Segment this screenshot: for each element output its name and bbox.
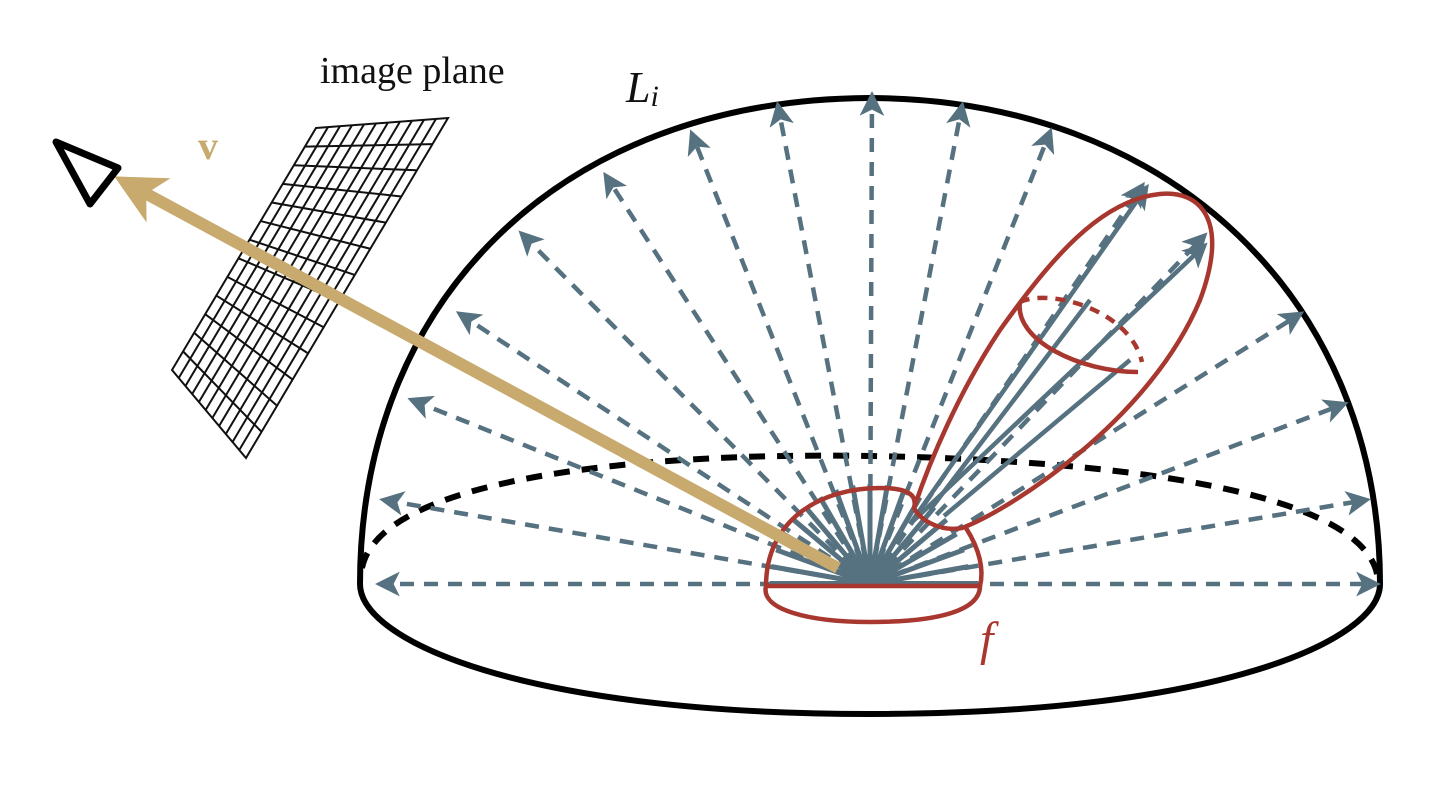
grid-line [238, 118, 437, 451]
diffuse-ray [867, 489, 907, 585]
incident-ray [868, 232, 1208, 586]
grid-line [226, 276, 325, 329]
brdf-lobe-ring-front [1017, 301, 1139, 375]
grid-line [260, 220, 371, 250]
grid-line [249, 238, 356, 276]
diffuse-ray [850, 485, 873, 585]
grid-line [282, 182, 402, 198]
brdf-diffuse-bowl [763, 583, 983, 625]
grid-line [293, 164, 417, 172]
diffuse-ray [775, 547, 871, 587]
incident-ray [518, 230, 872, 586]
grid-line [224, 120, 413, 435]
diffuse-ray [803, 505, 872, 586]
specular-ray [942, 358, 1132, 518]
incident-ray [407, 395, 871, 587]
incident-ray [603, 171, 872, 586]
brdf-lobe-ring-back [1019, 295, 1145, 363]
grid-line [231, 119, 425, 443]
incident-light-label: Li [626, 63, 659, 113]
eye-icon [52, 138, 122, 208]
diffuse-ray [817, 496, 873, 586]
incident-light-symbol: L [626, 63, 651, 112]
hemisphere-front-rim [357, 583, 1383, 718]
diffuse-ray [867, 485, 890, 585]
specular-ray [908, 242, 1208, 526]
diffuse-ray [791, 517, 872, 586]
image-plane-label: image plane [320, 50, 505, 92]
diffuse-ray [868, 531, 958, 587]
diffuse-ray [869, 547, 965, 587]
brdf-diffuse-lobe [763, 485, 917, 587]
grid-line [304, 143, 433, 148]
grid-line [193, 332, 278, 407]
diffuse-ray [868, 517, 949, 586]
grid-line [204, 313, 294, 381]
incident-light-rays [375, 91, 1381, 597]
grid-line [182, 350, 263, 433]
grid-line [218, 121, 401, 427]
grid-line [215, 294, 309, 355]
brdf-diffuse-right [964, 526, 984, 587]
specular-ray [908, 183, 1149, 526]
image-plane-border [170, 116, 450, 460]
brdf-specular-lobe [911, 191, 1215, 532]
incident-ray [455, 311, 872, 586]
brdf-solid-rays [770, 183, 1208, 587]
grid-line [271, 201, 387, 224]
view-vector-arrow [114, 176, 841, 574]
incident-light-subscript: i [650, 80, 659, 113]
view-vector-label: v [198, 123, 218, 168]
specular-ray [928, 298, 1092, 512]
diffuse-ray [833, 489, 873, 585]
diffuse-ray [867, 496, 923, 586]
brdf-label: f [980, 613, 994, 666]
brdf-lobe [763, 191, 1215, 625]
